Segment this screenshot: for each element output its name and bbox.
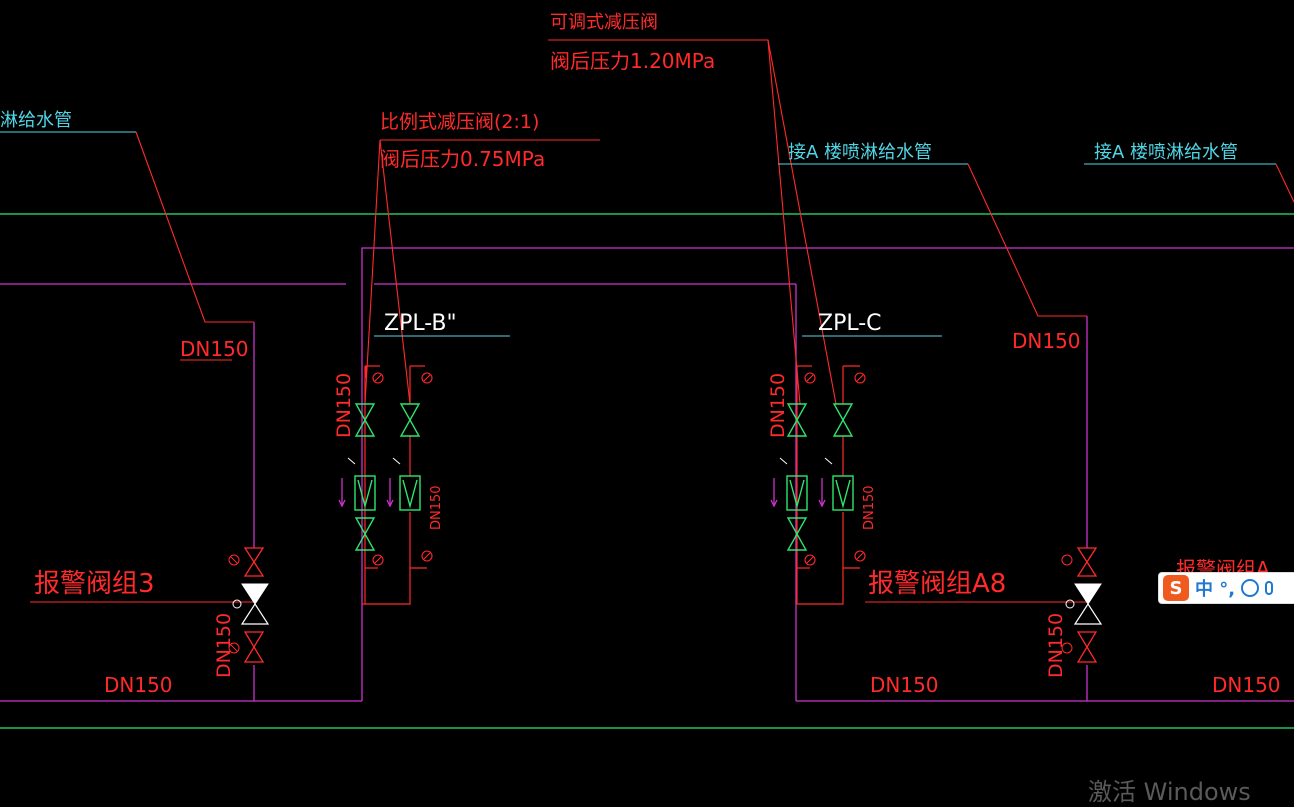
sprinkler-pipes bbox=[0, 247, 1294, 702]
dn150-left-bottom: DN150 bbox=[104, 673, 173, 697]
dn150-vertical-c: DN150 bbox=[767, 373, 789, 438]
leader-lines bbox=[30, 39, 1294, 603]
ime-mode-text[interactable]: 中 °, bbox=[1195, 579, 1236, 600]
ime-toolbar[interactable]: S 中 °, bbox=[1158, 572, 1294, 604]
dn150-mid-bottom: DN150 bbox=[870, 673, 939, 697]
top-left-pipe-label: 淋给水管 bbox=[0, 110, 72, 131]
dn150-right-riser: DN150 bbox=[1012, 329, 1081, 353]
zpl-b-label: ZPL-B" bbox=[384, 311, 457, 336]
zpl-b-valves bbox=[354, 403, 421, 551]
zpl-c-label: ZPL-C bbox=[818, 311, 882, 336]
test-ticks bbox=[347, 457, 833, 465]
alarm-valve-3 bbox=[228, 547, 270, 663]
alarm-valve-a8 bbox=[1061, 547, 1103, 663]
dn150-vertical-c2: DN150 bbox=[862, 485, 877, 530]
pressure-gauges bbox=[365, 366, 866, 566]
alarm-group-3-label: 报警阀组3 bbox=[34, 569, 155, 599]
ime-logo-icon[interactable]: S bbox=[1163, 575, 1189, 601]
cad-drawing-canvas: 淋给水管 可调式减压阀 阀后压力1.20MPa 比例式减压阀(2:1) 阀后压力… bbox=[0, 12, 1294, 729]
ratio-valve-pressure: 阀后压力0.75MPa bbox=[380, 147, 545, 171]
ratio-valve-title: 比例式减压阀(2:1) bbox=[380, 111, 539, 133]
connect-pipe-label-2: 接A 楼喷淋给水管 bbox=[1094, 142, 1238, 163]
dn150-vertical-b: DN150 bbox=[333, 373, 355, 438]
dn150-right-bottom: DN150 bbox=[1212, 673, 1281, 697]
microphone-icon[interactable] bbox=[1265, 581, 1274, 595]
cyan-leaders bbox=[0, 131, 1276, 337]
dn150-left-riser: DN150 bbox=[180, 337, 249, 361]
valve-group-piping bbox=[362, 365, 860, 605]
connect-pipe-label-1: 接A 楼喷淋给水管 bbox=[788, 142, 932, 163]
dn150-vertical-alarm8: DN150 bbox=[1045, 613, 1067, 678]
adjustable-valve-title: 可调式减压阀 bbox=[550, 12, 658, 33]
dn150-vertical-b2: DN150 bbox=[429, 485, 444, 530]
dn150-vertical-alarm3: DN150 bbox=[213, 613, 235, 678]
adjustable-valve-pressure: 阀后压力1.20MPa bbox=[550, 49, 715, 73]
flow-arrows bbox=[338, 478, 826, 508]
zpl-c-valves bbox=[786, 403, 854, 551]
main-pipes bbox=[0, 213, 1294, 729]
alarm-group-a8-label: 报警阀组A8 bbox=[868, 569, 1006, 599]
emoji-icon[interactable] bbox=[1241, 579, 1260, 597]
